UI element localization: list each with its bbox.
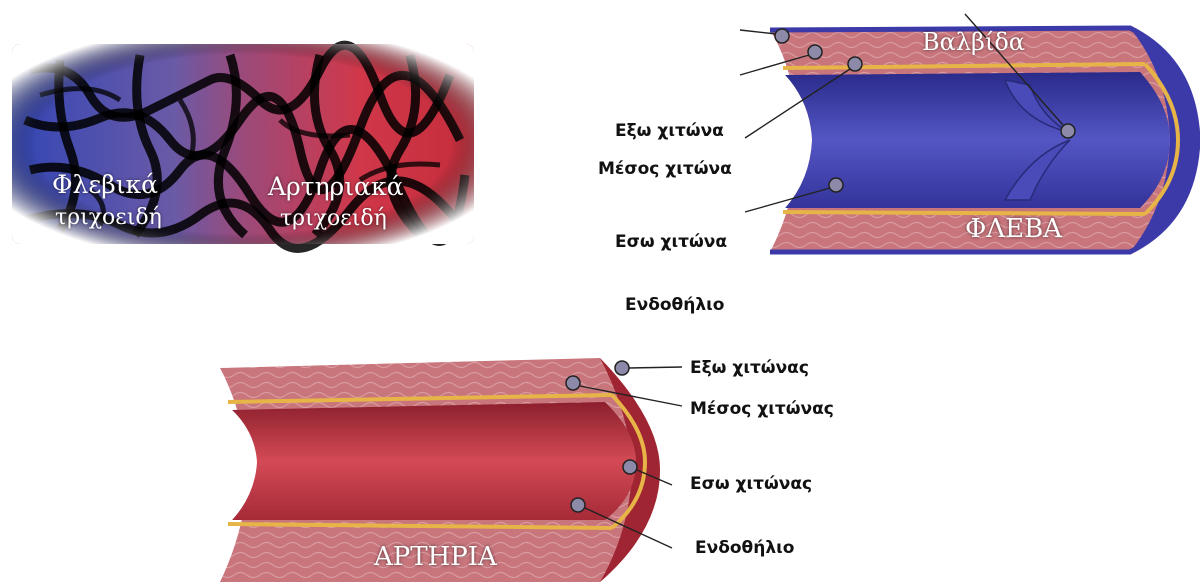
vein-outer-layer-label: Εξω χιτώνα (615, 121, 724, 141)
vein-endothelium-label: Ενδοθήλιο (625, 295, 724, 315)
artery-title: ΑΡΤΗΡΙΑ (374, 542, 497, 572)
artery-outer-layer-label: Εξω χιτώνας (690, 358, 809, 378)
artery-endothelium-label: Ενδοθήλιο (695, 538, 794, 558)
vein-title: ΦΛΕΒΑ (965, 214, 1062, 244)
venous-capillaries-label-line2: τριχοειδή (55, 205, 162, 230)
artery-inner-layer-label: Εσω χιτώνας (690, 474, 812, 494)
venous-capillaries-label-line1: Φλεβικά (52, 170, 158, 199)
artery-middle-layer-label: Μέσος χιτώνας (690, 399, 834, 419)
vein-middle-layer-label: Μέσος χιτώνα (598, 159, 732, 179)
vein-inner-layer-label: Εσω χιτώνα (615, 232, 727, 252)
vein-valve-label: Βαλβίδα (922, 28, 1025, 56)
arterial-capillaries-label-line1: Αρτηριακά (268, 172, 403, 201)
arterial-capillaries-label-line2: τριχοειδή (280, 206, 387, 231)
